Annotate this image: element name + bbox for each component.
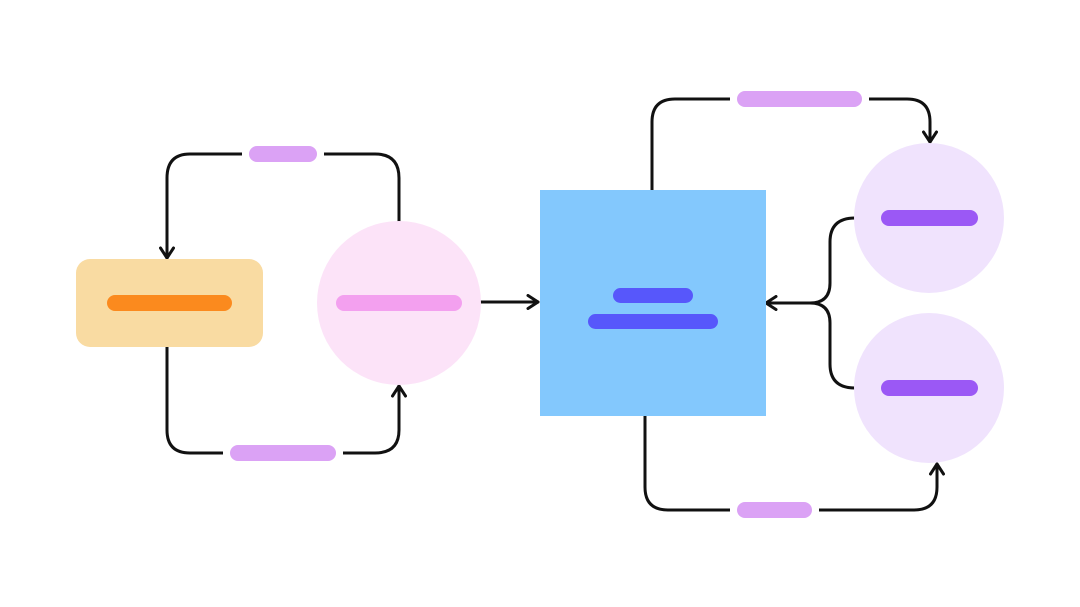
source-box-text-bar xyxy=(107,295,232,311)
edge-label-pill-bottom-right xyxy=(737,502,812,518)
violet-circle-bottom-node xyxy=(854,313,1004,463)
edge-label-pill-top-right xyxy=(737,91,862,107)
edge-label-pill-top-left xyxy=(249,146,317,162)
edge-violet-bottom-merge xyxy=(808,301,857,390)
hub-square-node xyxy=(540,190,766,416)
source-box-node xyxy=(76,259,263,347)
pink-circle-text-bar xyxy=(336,295,462,311)
hub-square-text-bar-1 xyxy=(613,288,693,303)
violet-circle-top-node xyxy=(854,143,1004,293)
pink-circle-node xyxy=(317,221,481,385)
violet-circle-bottom-text-bar xyxy=(881,380,978,396)
edge-labels xyxy=(223,88,869,521)
hub-square-text-bar-2 xyxy=(588,314,718,329)
edge-label-pill-bottom-left xyxy=(230,445,336,461)
violet-circle-top-text-bar xyxy=(881,210,978,226)
edge-violet-top-merge xyxy=(808,216,857,305)
